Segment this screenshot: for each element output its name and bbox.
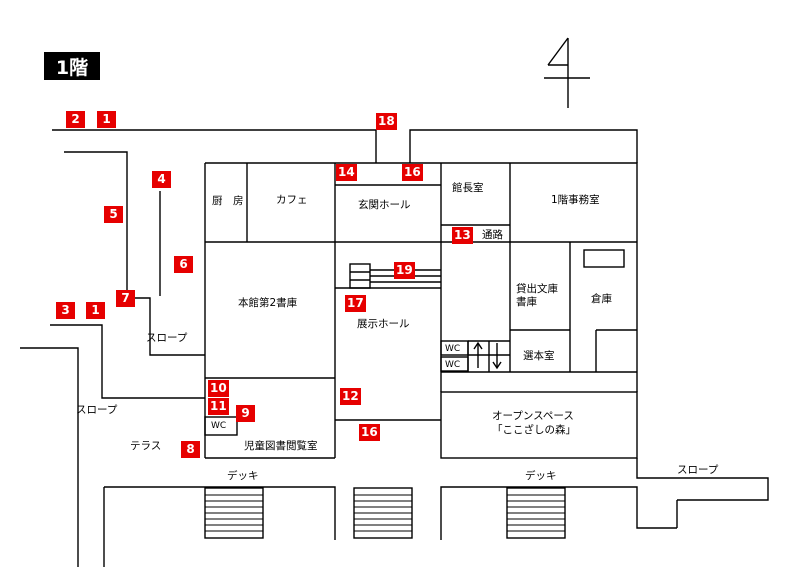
slope-label: スロープ <box>76 404 118 416</box>
marker-19[interactable]: 19 <box>394 262 415 279</box>
marker-4[interactable]: 4 <box>152 171 171 188</box>
office-label: 1階事務室 <box>551 194 600 206</box>
marker-2[interactable]: 2 <box>66 111 85 128</box>
slope-label: スロープ <box>677 464 719 476</box>
marker-17[interactable]: 17 <box>345 295 366 312</box>
kitchen-label: 厨 房 <box>212 195 244 207</box>
passage-label: 通路 <box>482 229 503 241</box>
cafe-label: カフェ <box>276 194 308 206</box>
marker-7[interactable]: 7 <box>116 290 135 307</box>
wc-label: WC <box>445 344 461 354</box>
stack-room-2-label: 本館第2書庫 <box>238 297 298 309</box>
marker-10[interactable]: 10 <box>208 380 229 397</box>
wc-label: WC <box>211 421 227 431</box>
marker-8[interactable]: 8 <box>181 441 200 458</box>
storage-label: 倉庫 <box>591 293 612 305</box>
lending-library-label-2: 書庫 <box>516 296 537 308</box>
children-reading-room-label: 児童図書閲覧室 <box>244 440 318 452</box>
marker-13[interactable]: 13 <box>452 227 473 244</box>
marker-14[interactable]: 14 <box>336 164 357 181</box>
open-space-name-label: 「ここざしの森」 <box>492 424 576 436</box>
marker-5[interactable]: 5 <box>104 206 123 223</box>
marker-1[interactable]: 1 <box>97 111 116 128</box>
north-arrow-icon <box>544 37 590 108</box>
slope-label: スロープ <box>146 332 188 344</box>
deck-label: デッキ <box>525 470 557 482</box>
director-room-label: 館長室 <box>452 182 484 194</box>
marker-6[interactable]: 6 <box>174 256 193 273</box>
open-space-label: オープンスペース <box>492 410 574 422</box>
deck-label: デッキ <box>227 470 259 482</box>
selection-room-label: 選本室 <box>523 350 555 362</box>
marker-9[interactable]: 9 <box>236 405 255 422</box>
marker-16[interactable]: 16 <box>359 424 380 441</box>
lending-library-label: 貸出文庫 <box>516 283 558 295</box>
entrance-hall-label: 玄関ホール <box>358 199 411 211</box>
floor-title: 1階 <box>44 52 100 80</box>
marker-11[interactable]: 11 <box>208 398 229 415</box>
marker-1[interactable]: 1 <box>86 302 105 319</box>
marker-18[interactable]: 18 <box>376 113 397 130</box>
marker-12[interactable]: 12 <box>340 388 361 405</box>
exhibition-hall-label: 展示ホール <box>357 318 410 330</box>
marker-16[interactable]: 16 <box>402 164 423 181</box>
terrace-label: テラス <box>130 440 162 452</box>
wc-label: WC <box>445 360 461 370</box>
marker-3[interactable]: 3 <box>56 302 75 319</box>
